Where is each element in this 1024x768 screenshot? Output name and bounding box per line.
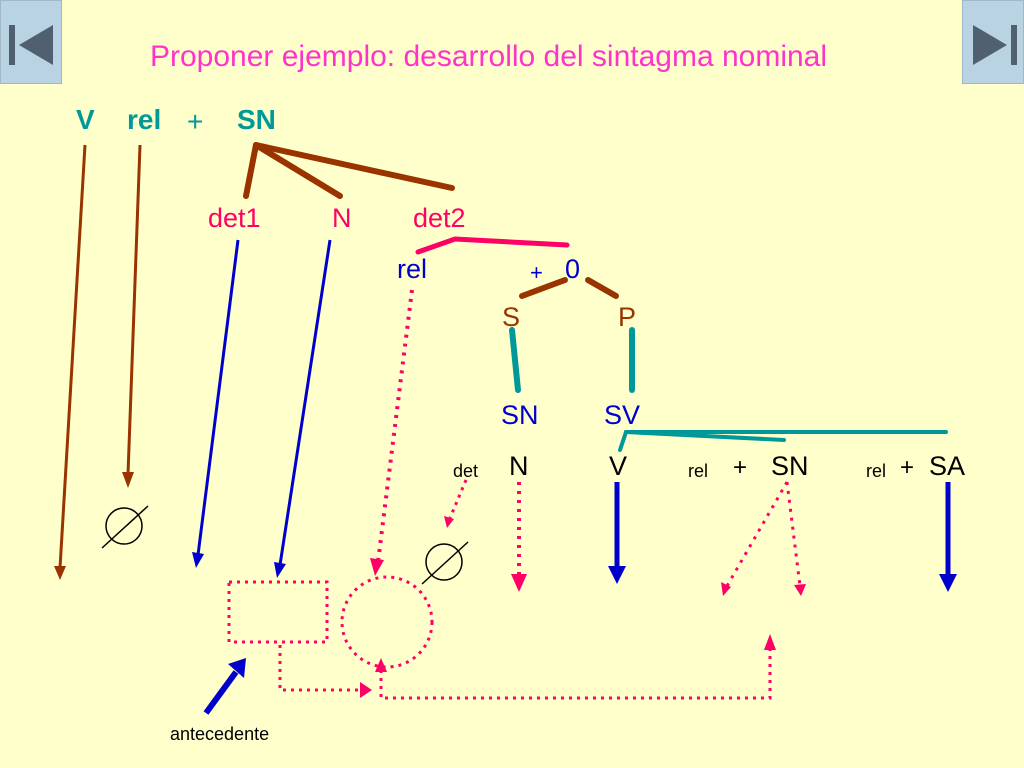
label-n-top: N (332, 203, 352, 233)
relative-circle (340, 575, 434, 669)
label-v-bottom: V (609, 451, 628, 481)
label-plus-bottom-1: + (733, 454, 748, 481)
label-det2: det2 (413, 203, 466, 233)
label-sn-clause: SN (501, 400, 539, 430)
previous-slide-button[interactable] (0, 0, 62, 84)
label-plus-bottom-2: + (900, 454, 915, 481)
label-s: S (502, 302, 521, 332)
sv-bracket (618, 430, 948, 452)
label-zero: 0 (565, 254, 581, 284)
v-arrow (54, 144, 87, 580)
label-sn-top: SN (237, 104, 276, 135)
sn-dotted-arrows (721, 481, 806, 596)
next-slide-button[interactable] (962, 0, 1024, 84)
label-sv: SV (604, 400, 641, 430)
label-plus: + (187, 106, 204, 137)
det1-arrow (192, 239, 240, 568)
label-p: P (618, 302, 637, 332)
label-v: V (76, 104, 95, 135)
det2-bracket (415, 236, 570, 255)
rel-dotted-arrow (370, 289, 414, 576)
sa-arrow (939, 482, 957, 592)
label-rel-bottom-1: rel (688, 461, 709, 481)
slide-title: Proponer ejemplo: desarrollo del sintagm… (150, 40, 828, 73)
teal-branches (509, 327, 635, 393)
label-det-bottom: det (453, 461, 479, 481)
antecedent-box (227, 580, 329, 644)
det-dotted-arrow (444, 479, 468, 528)
empty-set-symbol-right (421, 541, 469, 585)
antecedent-arrow (203, 658, 246, 715)
v-bottom-arrow (608, 482, 626, 584)
label-rel-bottom-2: rel (866, 461, 887, 481)
label-det1: det1 (208, 203, 261, 233)
label-n-bottom: N (509, 451, 529, 481)
box-to-circle-connector (278, 645, 372, 698)
empty-set-symbol-left (101, 505, 149, 549)
rel-arrow (122, 144, 142, 488)
sn-branches (243, 142, 455, 199)
n-dotted-arrow (511, 482, 527, 592)
n-arrow (274, 239, 332, 578)
skip-forward-icon (973, 25, 1017, 65)
label-antecedente: antecedente (170, 724, 270, 744)
label-rel: rel (127, 104, 162, 135)
skip-back-icon (9, 25, 53, 65)
label-rel-det2: rel (397, 254, 428, 284)
sp-branches (519, 277, 619, 299)
label-plus-det2: + (530, 260, 543, 285)
sn-to-circle-connector (375, 634, 776, 700)
label-sa: SA (929, 451, 966, 481)
label-sn-bottom: SN (771, 451, 809, 481)
